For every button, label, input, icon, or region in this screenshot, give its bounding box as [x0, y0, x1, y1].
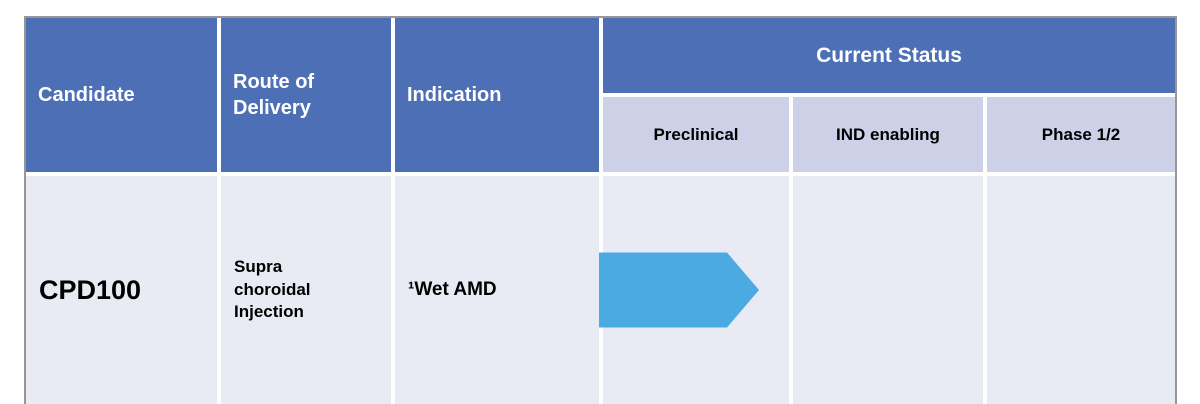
phase-header-preclinical: Preclinical — [603, 97, 789, 172]
phase-header-phase-1-2: Phase 1/2 — [987, 97, 1175, 172]
column-header-candidate: Candidate — [26, 18, 217, 172]
status-cell-preclinical — [599, 176, 789, 404]
cell-indication-value: ¹Wet AMD — [395, 176, 599, 404]
column-header-route-of-delivery: Route of Delivery — [221, 18, 391, 172]
pipeline-table: Candidate Route of Delivery Indication C… — [24, 16, 1177, 404]
cell-route-of-delivery-value: Supra choroidal Injection — [221, 176, 391, 404]
cell-candidate-value: CPD100 — [26, 176, 217, 404]
progress-arrow — [599, 252, 759, 328]
column-header-indication: Indication — [395, 18, 599, 172]
current-status-header: Current Status — [603, 18, 1175, 93]
status-cell-phase-1-2 — [987, 176, 1175, 404]
phase-header-ind-enabling: IND enabling — [793, 97, 983, 172]
status-cell-ind-enabling — [793, 176, 983, 404]
